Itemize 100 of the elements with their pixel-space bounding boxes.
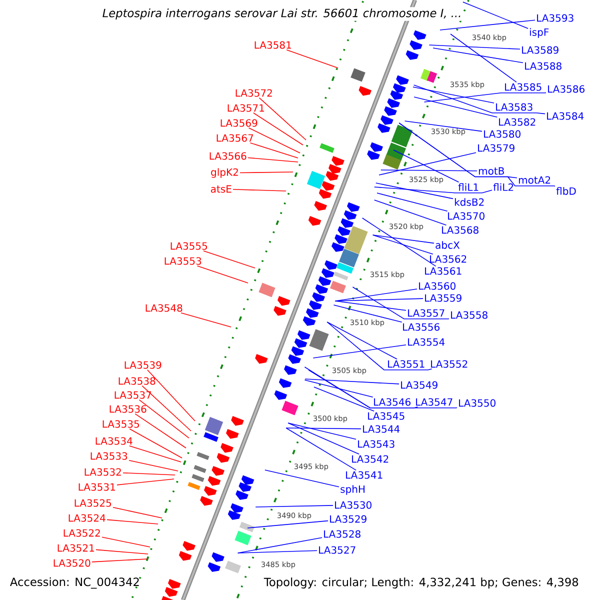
leader-line <box>304 366 458 408</box>
leader-line <box>203 250 256 268</box>
gene-label: LA3545 <box>368 412 404 420</box>
leader-line <box>232 188 286 192</box>
gene-label: LA3547 <box>416 398 452 406</box>
gene-label: LA3579 <box>478 144 514 152</box>
gene-label: LA3581 <box>254 41 291 49</box>
gene-label: motA2 <box>518 176 550 184</box>
gene-label: LA3555 <box>170 242 208 250</box>
gene-label: LA3562 <box>430 255 466 263</box>
footer-text: Topology: circular; Length: 4,332,241 bp; Genes: 4,398 <box>263 576 580 590</box>
gene-label: LA3529 <box>330 515 366 523</box>
gene-label: LA3525 <box>74 499 112 507</box>
leader-line <box>450 34 517 83</box>
leader-line <box>314 386 374 412</box>
gene-label: LA3543 <box>358 440 394 448</box>
gene-label: LA3552 <box>431 360 468 368</box>
gene-label: LA3522 <box>64 529 100 537</box>
gene-label: LA3572 <box>236 89 272 97</box>
gene-label: kdsB2 <box>454 198 484 206</box>
gene-label: LA3524 <box>68 514 106 522</box>
gene-label: LA3520 <box>54 559 90 567</box>
gene-label: LA3527 <box>319 546 356 554</box>
leader-line <box>304 380 374 398</box>
leader-line <box>413 84 546 114</box>
leader-line <box>440 20 536 30</box>
leader-line <box>237 550 318 554</box>
leader-line <box>308 370 418 408</box>
leader-line <box>380 170 478 172</box>
gene-label: LA3571 <box>228 104 264 112</box>
gene-label: fliL2 <box>493 183 514 191</box>
gene-label: LA3551 <box>388 360 424 368</box>
gene-label: LA3530 <box>335 501 372 509</box>
gene-label: LA3558 <box>451 311 488 319</box>
gene-label: LA3538 <box>118 377 156 385</box>
leader-line <box>334 298 424 302</box>
leader-line <box>255 505 334 508</box>
leader-line <box>96 549 148 554</box>
gene-label: motB <box>478 167 504 175</box>
gene-label: fliL1 <box>458 183 478 191</box>
leader-line <box>92 558 148 562</box>
leader-line <box>142 385 192 432</box>
leader-line <box>374 186 492 194</box>
gene-label: LA3593 <box>537 14 574 22</box>
gene-label: LA3561 <box>425 267 462 275</box>
gene-label: LA3539 <box>124 361 162 369</box>
gene-label: LA3553 <box>164 257 202 265</box>
leader-line <box>122 472 176 476</box>
leader-line <box>412 86 494 104</box>
gene-label: LA3570 <box>448 212 484 220</box>
gene-label: LA3584 <box>547 112 584 120</box>
leader-line <box>264 470 340 488</box>
gene-label: LA3528 <box>324 530 360 538</box>
gene-label: LA3568 <box>442 226 478 234</box>
leader-line <box>372 234 434 255</box>
gene-label: glpK2 <box>211 168 238 178</box>
gene-label: LA3560 <box>419 282 456 290</box>
leader-line <box>326 322 432 370</box>
leader-line <box>247 520 328 528</box>
gene-label: LA3537 <box>114 391 152 399</box>
leader-line <box>128 460 178 472</box>
gene-label: LA3549 <box>401 381 438 389</box>
gene-label: atsE <box>210 185 232 193</box>
leader-line <box>414 96 498 118</box>
gene-label: LA3550 <box>459 399 496 407</box>
leader-line <box>352 286 450 320</box>
leader-line <box>102 536 150 548</box>
leader-line <box>326 322 398 360</box>
leader-line <box>376 182 454 200</box>
leader-line <box>180 312 232 328</box>
leader-line <box>312 344 406 358</box>
leader-line <box>333 304 402 323</box>
gene-label: LA3557 <box>408 309 444 317</box>
leader-line <box>147 369 196 422</box>
footer-text: Accession: NC_004342 <box>10 577 139 589</box>
leader-line <box>128 445 182 462</box>
leader-line <box>334 288 418 302</box>
leader-line <box>462 2 528 29</box>
leader-line <box>250 142 298 158</box>
gene-label: LA3531 <box>78 483 115 491</box>
gene-label: abcX <box>436 241 460 249</box>
leader-line <box>237 537 322 554</box>
gene-label: LA3533 <box>90 452 128 460</box>
map-title: Leptospira interrogans serovar Lai str. 56601 chromosome I, ... <box>100 7 464 21</box>
gene-label: LA3544 <box>363 425 400 433</box>
gene-label: LA3566 <box>210 152 246 160</box>
leader-line <box>304 378 400 384</box>
leader-line <box>334 300 406 311</box>
leader-line <box>240 172 294 174</box>
gene-label: LA3532 <box>84 468 121 476</box>
leader-line <box>288 422 356 440</box>
leader-line <box>374 200 447 226</box>
gene-label: LA3542 <box>352 455 388 463</box>
leader-line <box>288 422 360 455</box>
leader-line <box>378 152 476 176</box>
gene-label: ispF <box>530 28 549 38</box>
leader-line <box>393 150 460 183</box>
gene-label: LA3586 <box>548 85 584 93</box>
leader-line <box>372 234 434 244</box>
leader-line <box>196 265 248 284</box>
